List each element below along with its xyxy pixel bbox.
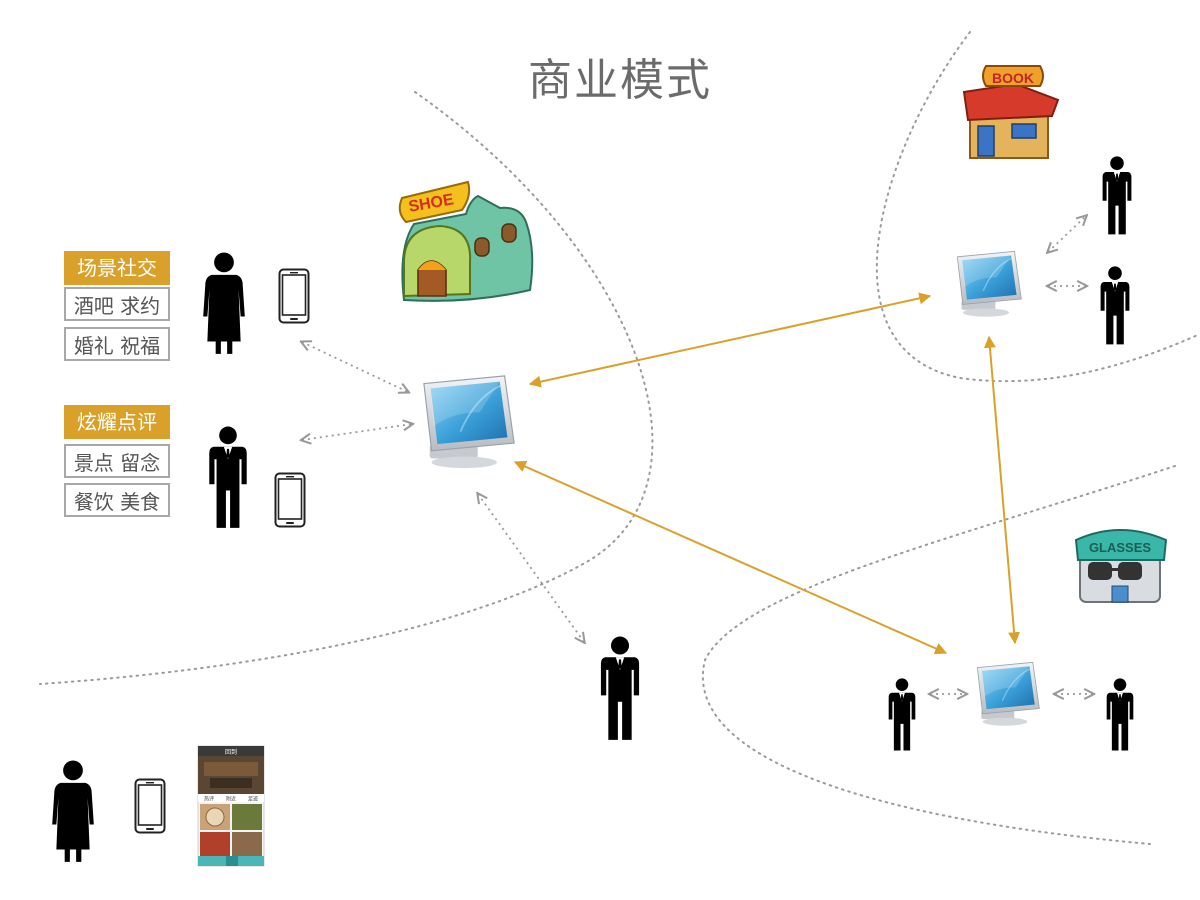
link-book-glasses (983, 335, 1021, 645)
category-scene-social: 场景社交 (64, 251, 170, 285)
app-screenshot: 回到 热评 附近 足迹 (197, 745, 265, 867)
category-item-bar: 酒吧 求约 (64, 287, 170, 321)
link-shoe-customer (478, 494, 584, 642)
link-shoe-book (528, 292, 932, 388)
book-shop-icon: BOOK (962, 65, 1060, 159)
category-item-wedding: 婚礼 祝福 (64, 327, 170, 361)
customer-icon (888, 678, 916, 751)
phone-icon (134, 778, 166, 834)
customer-icon (1102, 156, 1132, 235)
woman-user-icon (203, 252, 245, 354)
shoe-shop-icon: SHOE (398, 180, 534, 302)
link-shoe-glasses (513, 460, 948, 655)
category-item-food: 餐饮 美食 (64, 483, 170, 517)
phone-icon (278, 268, 310, 324)
region-boundaries (39, 31, 1200, 845)
svg-text:回到: 回到 (225, 749, 237, 756)
user-links (302, 216, 1093, 694)
page-title: 商业模式 (528, 55, 712, 106)
link-book-customer-1 (1048, 216, 1086, 252)
link-woman-shoe (302, 342, 408, 392)
woman-user-icon (52, 760, 94, 862)
phone-icon (274, 472, 306, 528)
glasses-shop-platform-monitor (976, 661, 1041, 727)
svg-text:附近: 附近 (226, 796, 236, 803)
glasses-shop-icon: GLASSES (1074, 529, 1168, 603)
customer-icon (600, 636, 640, 740)
svg-text:足迹: 足迹 (248, 796, 258, 803)
svg-text:BOOK: BOOK (992, 70, 1034, 86)
link-man-shoe (302, 424, 412, 440)
svg-text:GLASSES: GLASSES (1089, 540, 1151, 555)
customer-icon (1100, 266, 1130, 345)
book-shop-platform-monitor (956, 250, 1023, 318)
category-show-review: 炫耀点评 (64, 405, 170, 439)
svg-text:热评: 热评 (204, 796, 214, 803)
customer-icon (1106, 678, 1134, 751)
man-user-icon (209, 426, 247, 528)
shoe-shop-platform-monitor (422, 374, 516, 470)
category-item-sights: 景点 留念 (64, 444, 170, 478)
platform-links (513, 292, 1021, 655)
